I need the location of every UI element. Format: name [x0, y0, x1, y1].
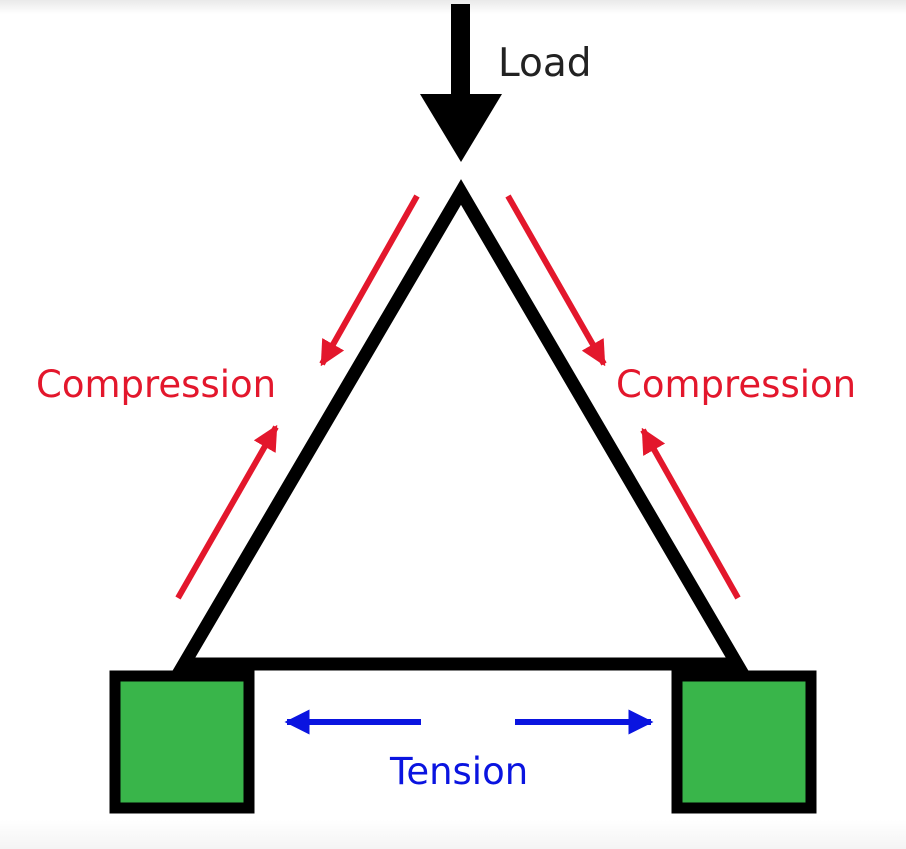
load-arrow — [420, 4, 502, 162]
down-arrow-icon — [420, 94, 502, 162]
compression-label-right: Compression — [616, 363, 856, 406]
compression-arrow-left-lower — [175, 424, 279, 600]
tension-label: Tension — [389, 750, 528, 793]
compression-label-left: Compression — [36, 363, 276, 406]
compression-arrow-right-upper — [505, 194, 607, 367]
load-arrow-shaft — [451, 4, 470, 96]
load-label: Load — [498, 41, 592, 86]
support-left — [109, 670, 255, 814]
compression-arrow-right-lower — [640, 427, 741, 600]
compression-arrow-left-upper — [319, 194, 420, 367]
support-right — [671, 670, 817, 814]
truss-triangle — [172, 179, 749, 671]
